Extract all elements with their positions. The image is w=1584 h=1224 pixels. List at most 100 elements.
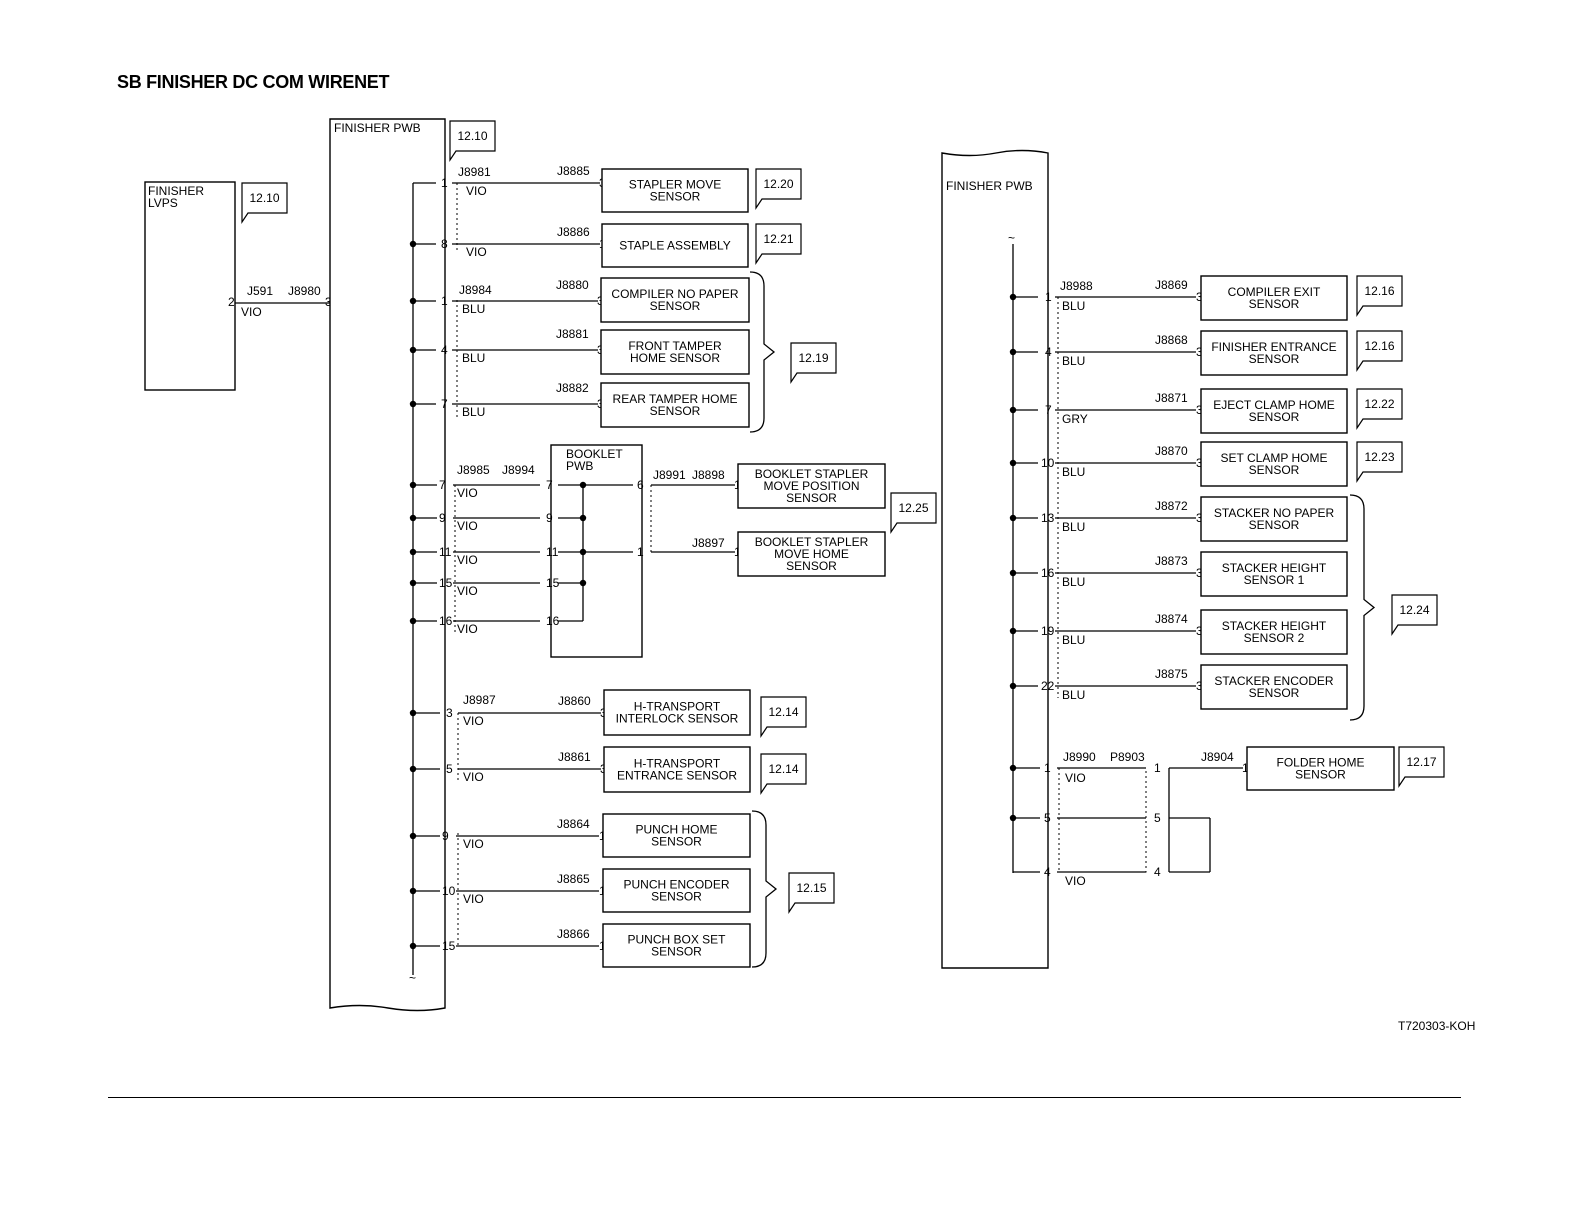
component-label: FINISHER ENTRANCE xyxy=(1211,340,1336,354)
connector-label: J591 xyxy=(247,284,273,298)
reference-number: 12.20 xyxy=(763,177,793,191)
component-label: STACKER HEIGHT xyxy=(1222,561,1327,575)
wire-color: BLU xyxy=(462,405,485,419)
pin-number: 11 xyxy=(439,545,452,559)
connector-label: J8984 xyxy=(459,283,492,297)
connector-label: J8885 xyxy=(557,164,590,178)
component-label: SENSOR xyxy=(1249,352,1300,366)
pin-number: 7 xyxy=(439,478,446,492)
pwb-label: FINISHER PWB xyxy=(334,121,421,135)
component-outline xyxy=(1246,746,1395,791)
connector-label: J8871 xyxy=(1155,391,1188,405)
reference-number: 12.16 xyxy=(1364,339,1394,353)
reference-number: 12.23 xyxy=(1364,450,1394,464)
pin-number: 1 xyxy=(1242,761,1249,775)
wire-color: VIO xyxy=(457,519,478,533)
component-label: ENTRANCE SENSOR xyxy=(617,769,737,783)
component-label: REAR TAMPER HOME xyxy=(613,392,738,406)
connector-label: J8985 xyxy=(457,463,490,477)
pin-number: 4 xyxy=(441,343,448,357)
component-outline xyxy=(603,689,751,736)
pin-number: 11 xyxy=(546,545,559,559)
pin-number: 9 xyxy=(546,511,553,525)
reference-number: 12.17 xyxy=(1406,755,1436,769)
pin-number: 3 xyxy=(325,295,332,309)
callout-outline xyxy=(788,872,835,914)
connector-label: J8990 xyxy=(1063,750,1096,764)
connector-label: J8886 xyxy=(557,225,590,239)
pin-number: 3 xyxy=(1196,624,1203,638)
footer-rule xyxy=(108,1097,1461,1098)
pin-number: 19 xyxy=(1041,624,1055,638)
component-label: H-TRANSPORT xyxy=(634,700,721,714)
component-label: SENSOR xyxy=(650,404,701,418)
finisher-pwb-right xyxy=(941,149,1049,969)
reference-callout: 12.16 xyxy=(1356,275,1403,317)
reference-callout: 12.16 xyxy=(1356,330,1403,372)
component-label: MOVE POSITION xyxy=(763,479,859,493)
callout-outline xyxy=(890,492,937,534)
component-outline xyxy=(600,329,750,375)
component-label: STACKER NO PAPER xyxy=(1214,506,1335,520)
wire-color: VIO xyxy=(466,245,487,259)
reference-callout: 12.25 xyxy=(890,492,937,534)
connector-label: J8904 xyxy=(1201,750,1234,764)
pin-number: 16 xyxy=(546,614,560,628)
wire-color: VIO xyxy=(463,892,484,906)
reference-callout: 12.22 xyxy=(1356,388,1403,430)
pin-number: 1 xyxy=(1154,761,1161,775)
callout-outline xyxy=(790,342,837,384)
pin-number: 3 xyxy=(1196,290,1203,304)
wire-color: VIO xyxy=(466,184,487,198)
component-outline xyxy=(602,923,751,968)
component-outline xyxy=(1200,330,1348,376)
pin-number: 8 xyxy=(441,237,448,251)
reference-callout: 12.10 xyxy=(449,120,496,162)
pin-number: 1 xyxy=(1045,290,1052,304)
wire-color: VIO xyxy=(457,584,478,598)
pin-number: 15 xyxy=(439,576,453,590)
component-label: SET CLAMP HOME xyxy=(1221,451,1328,465)
wire-color: BLU xyxy=(1062,299,1085,313)
component-label: COMPILER EXIT xyxy=(1228,285,1321,299)
pin-number: 16 xyxy=(439,614,453,628)
connector-label: J8897 xyxy=(692,536,725,550)
pin-number: 10 xyxy=(1041,456,1055,470)
reference-callout: 12.15 xyxy=(788,872,835,914)
component-label: SENSOR 1 xyxy=(1244,573,1305,587)
component-label: SENSOR xyxy=(786,559,837,573)
reference-number: 12.22 xyxy=(1364,397,1394,411)
component-label: SENSOR xyxy=(1249,518,1300,532)
wire-color: BLU xyxy=(1062,465,1085,479)
reference-number: 12.14 xyxy=(768,762,798,776)
pwb-label: FINISHER PWB xyxy=(946,179,1033,193)
pin-number: 16 xyxy=(1041,566,1055,580)
connector-label: J8987 xyxy=(463,693,496,707)
component-label: SENSOR 2 xyxy=(1244,631,1305,645)
component-label: FOLDER HOME xyxy=(1276,756,1364,770)
component-box: STAPLE ASSEMBLY xyxy=(601,223,749,268)
component-outline xyxy=(737,463,886,509)
reference-callout: 12.17 xyxy=(1398,746,1445,788)
pin-number: 15 xyxy=(442,939,456,953)
pin-number: 1 xyxy=(441,176,448,190)
reference-number: 12.24 xyxy=(1399,603,1429,617)
component-label: PUNCH ENCODER xyxy=(623,878,729,892)
component-label: SENSOR xyxy=(1249,410,1300,424)
booklet-pwb-label: BOOKLET xyxy=(566,447,623,461)
component-label: EJECT CLAMP HOME xyxy=(1213,398,1335,412)
pin-number: 1 xyxy=(637,545,644,559)
finisher-pwb-left xyxy=(329,118,446,1012)
wire-color: BLU xyxy=(1062,688,1085,702)
bus-break: ~ xyxy=(409,971,416,985)
pin-number: 3 xyxy=(1196,345,1203,359)
wire-color: GRY xyxy=(1062,412,1088,426)
pin-number: 7 xyxy=(1045,403,1052,417)
wire-color: BLU xyxy=(462,302,485,316)
